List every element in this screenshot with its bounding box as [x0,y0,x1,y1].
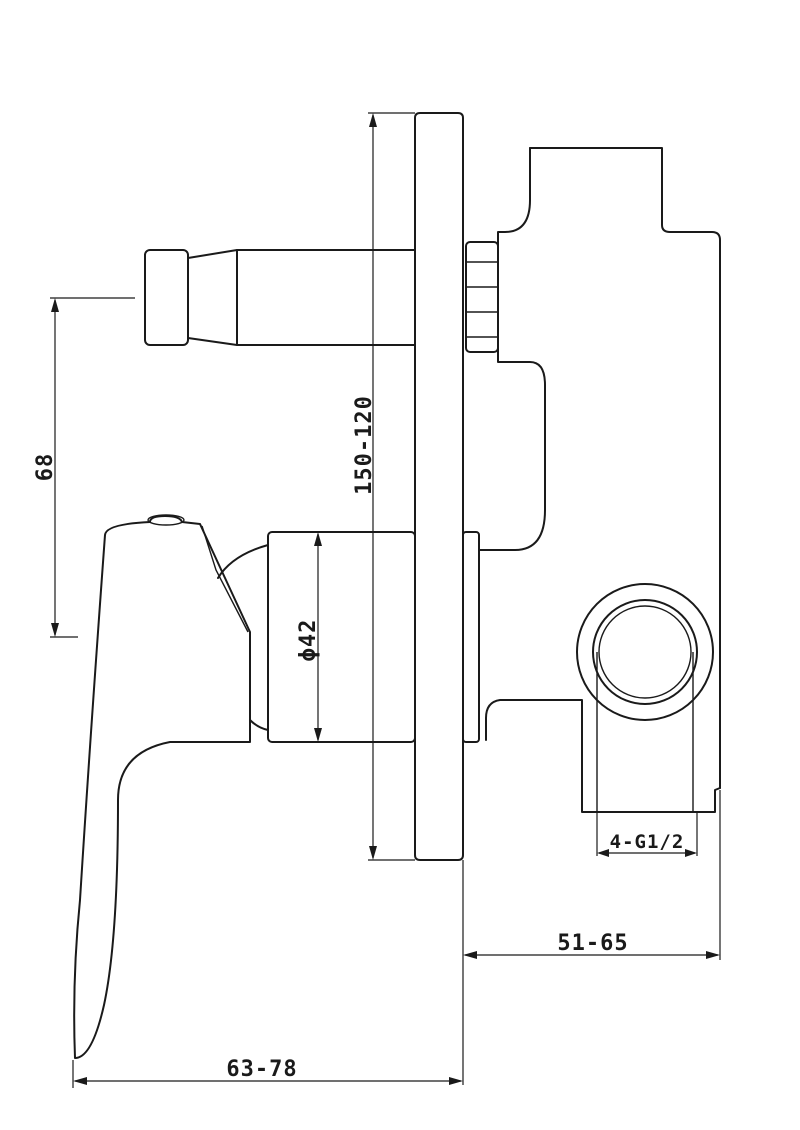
diverter-knob [144,249,416,346]
dimension-spout-offset: 68 [33,297,135,638]
dimension-connection-thread: 4-G1/2 [596,812,698,857]
dimension-wall-depth: 51-65 [462,790,721,1085]
handle-sleeve [217,531,480,743]
wall-plate [414,112,464,861]
label-plate-height: 150-120 [352,395,377,495]
label-handle-projection: 63-78 [226,1057,297,1082]
label-connection-thread: 4-G1/2 [610,831,685,853]
dimension-handle-projection: 63-78 [72,1057,463,1088]
dimension-plate-height: 150-120 [352,112,415,861]
label-handle-diameter: ϕ42 [296,619,321,662]
lever-handle [73,514,251,1059]
label-spout-offset: 68 [33,453,58,482]
dimension-handle-diameter: ϕ42 [296,532,322,742]
label-wall-depth: 51-65 [557,931,628,956]
concealed-body [465,147,721,813]
